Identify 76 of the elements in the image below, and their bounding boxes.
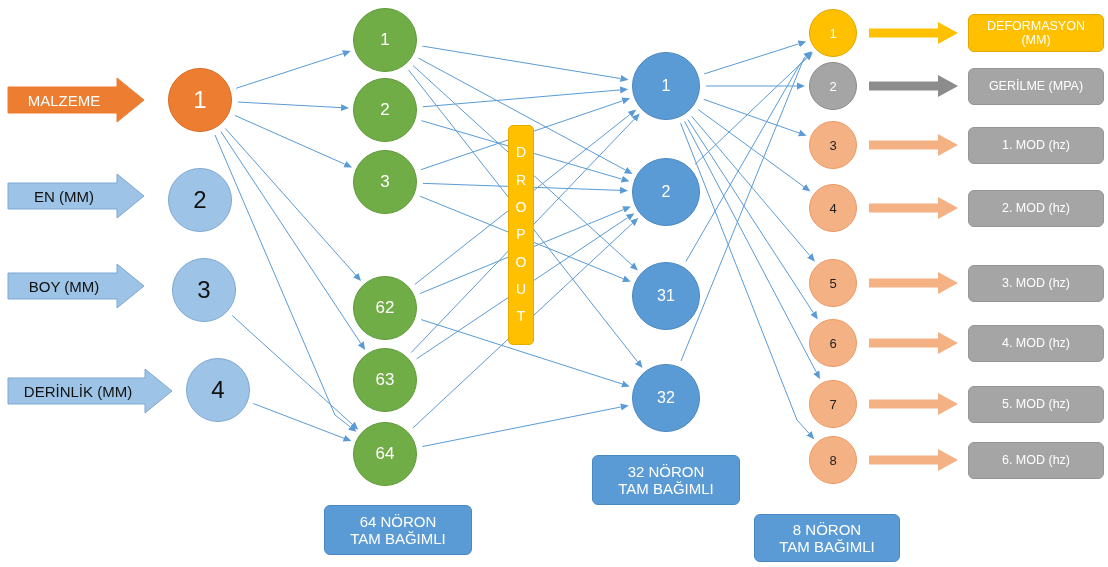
block-arrow (869, 197, 958, 219)
arrow (422, 45, 629, 82)
layer-caption-box: 64 NÖRON TAM BAĞIMLI (324, 505, 472, 555)
output-box: GERİLME (MPA) (968, 67, 1104, 105)
output-box: DEFORMASYON (MM) (968, 14, 1104, 52)
arrow (703, 98, 807, 137)
block-arrow (869, 272, 958, 294)
neuron-circle: 1 (809, 9, 857, 57)
arrow (224, 127, 362, 282)
arrow (220, 131, 366, 350)
arrow (234, 114, 353, 168)
arrow (412, 217, 639, 429)
arrow (691, 116, 815, 262)
arrow (697, 109, 811, 192)
neuron-circle: 63 (353, 348, 417, 412)
output-box: 4. MOD (hz) (968, 324, 1104, 362)
neuron-circle: 1 (353, 8, 417, 72)
arrow (685, 52, 813, 262)
neuron-circle: 2 (632, 158, 700, 226)
arrow (680, 51, 812, 362)
arrow (407, 69, 643, 369)
neuron-circle: 3 (172, 258, 236, 322)
input-arrow: DERİNLİK (MM) (7, 368, 173, 414)
arrow (416, 213, 635, 360)
arrow (420, 319, 630, 388)
block-arrow (869, 393, 958, 415)
arrow (703, 40, 807, 75)
neuron-circle: 4 (809, 184, 857, 232)
neuron-circle: 32 (632, 364, 700, 432)
arrow (214, 134, 357, 432)
arrow (231, 315, 359, 430)
arrow (417, 57, 633, 174)
neuron-circle: 31 (632, 262, 700, 330)
neuron-circle: 2 (353, 78, 417, 142)
arrow (422, 86, 629, 108)
output-box: 5. MOD (hz) (968, 385, 1104, 423)
output-box: 2. MOD (hz) (968, 189, 1104, 227)
arrow (422, 182, 628, 194)
neuron-circle: 64 (353, 422, 417, 486)
layer-caption-box: 8 NÖRON TAM BAĞIMLI (754, 514, 900, 562)
arrow (705, 82, 805, 90)
neuron-circle: 2 (168, 168, 232, 232)
input-arrow: BOY (MM) (7, 263, 145, 309)
arrow (235, 50, 351, 89)
output-box: 1. MOD (hz) (968, 126, 1104, 164)
neuron-circle: 8 (809, 436, 857, 484)
input-arrow: MALZEME (7, 77, 145, 123)
arrow (687, 119, 818, 320)
arrow (412, 65, 638, 271)
neuron-circle: 2 (809, 62, 857, 110)
neuron-circle: 1 (168, 68, 232, 132)
arrow (237, 101, 350, 112)
arrow (253, 403, 352, 442)
neuron-circle: 1 (632, 52, 700, 120)
input-arrow: EN (MM) (7, 173, 145, 219)
arrow (694, 52, 813, 165)
layer-caption-box: 32 NÖRON TAM BAĞIMLI (592, 455, 740, 505)
neuron-circle: 62 (353, 276, 417, 340)
block-arrow (869, 22, 958, 44)
output-box: 6. MOD (hz) (968, 441, 1104, 479)
block-arrow (869, 449, 958, 471)
arrow (410, 113, 640, 354)
neuron-circle: 3 (353, 150, 417, 214)
neuron-circle: 6 (809, 319, 857, 367)
arrow (421, 403, 629, 448)
block-arrow (869, 75, 958, 97)
block-arrow (869, 332, 958, 354)
output-box: 3. MOD (hz) (968, 264, 1104, 302)
arrow (684, 120, 820, 380)
block-arrow (869, 134, 958, 156)
neuron-circle: 3 (809, 121, 857, 169)
neuron-circle: 4 (186, 358, 250, 422)
arrow (680, 122, 815, 440)
neuron-circle: 5 (809, 259, 857, 307)
dropout-bar: DROPOUT (508, 125, 534, 345)
neuron-circle: 7 (809, 380, 857, 428)
